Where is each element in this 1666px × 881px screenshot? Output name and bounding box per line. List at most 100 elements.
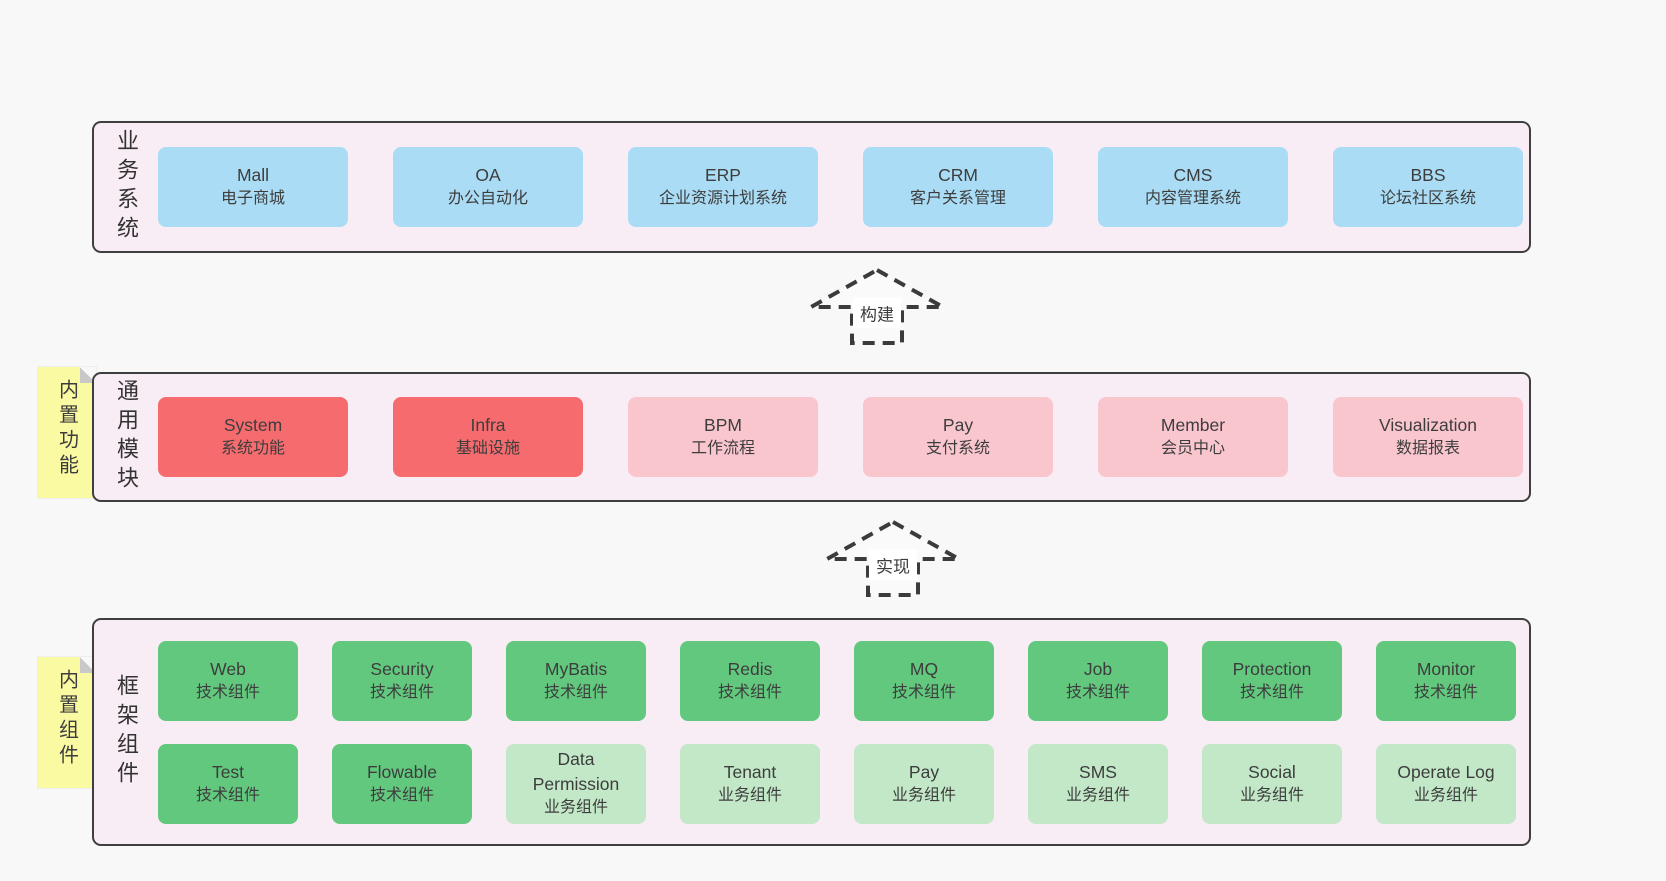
- sticky-note-label: 内置组件: [55, 669, 78, 769]
- box-name: Member: [1160, 415, 1226, 436]
- band-label-business-systems: 业务系统: [114, 129, 139, 245]
- box-name: ERP: [705, 165, 741, 186]
- box-description: 业务组件: [543, 798, 608, 816]
- box-description: 系统功能: [220, 440, 285, 458]
- box-flowable: Flowable 技术组件: [332, 743, 472, 824]
- box-description: 客户关系管理: [909, 190, 1006, 208]
- box-name: Pay: [942, 415, 974, 436]
- box-mall: Mall 电子商城: [158, 147, 348, 227]
- box-web: Web 技术组件: [158, 640, 298, 721]
- box-description: 业务组件: [891, 786, 956, 804]
- box-monitor: Monitor 技术组件: [1376, 640, 1516, 721]
- box-infra: Infra 基础设施: [393, 397, 583, 477]
- box-description: 业务组件: [1239, 786, 1304, 804]
- arrow-implement-label: 实现: [869, 549, 917, 581]
- band-label-framework-components: 框架组件: [114, 674, 139, 790]
- box-description: 数据报表: [1395, 440, 1460, 458]
- box-sms: SMS 业务组件: [1028, 743, 1168, 824]
- box-social: Social 业务组件: [1202, 743, 1342, 824]
- band-rows: Mall 电子商城 OA 办公自动化 ERP 企业资源计划系统 CRM 客户关系管理 CMS 内容…: [158, 147, 1523, 227]
- box-bpm: BPM 工作流程: [628, 397, 818, 477]
- box-name: Visualization: [1379, 415, 1477, 436]
- box-name: Redis: [727, 658, 773, 679]
- box-oa: OA 办公自动化: [393, 147, 583, 227]
- box-name: Security: [370, 658, 434, 679]
- box-name: Pay: [908, 761, 940, 782]
- box-description: 会员中心: [1160, 440, 1225, 458]
- box-description: 技术组件: [717, 683, 782, 701]
- box-name: OA: [475, 165, 501, 186]
- box-description: 技术组件: [891, 683, 956, 701]
- box-description: 企业资源计划系统: [658, 190, 787, 208]
- box-name: Social: [1248, 761, 1296, 782]
- box-name: CMS: [1173, 165, 1213, 186]
- arrow-build: 构建: [806, 266, 948, 346]
- box-description: 基础设施: [455, 440, 520, 458]
- box-tenant: Tenant 业务组件: [680, 743, 820, 824]
- box-erp: ERP 企业资源计划系统: [628, 147, 818, 227]
- sticky-note-label: 内置功能: [55, 379, 78, 479]
- band-label-common-modules: 通用模块: [114, 379, 139, 495]
- box-name: Test: [211, 761, 245, 782]
- box-name: Infra: [470, 415, 506, 436]
- box-name: Operate Log: [1397, 761, 1495, 782]
- box-description: 技术组件: [195, 786, 260, 804]
- box-name: Monitor: [1416, 658, 1476, 679]
- box-description: 业务组件: [1065, 786, 1130, 804]
- box-name: BPM: [704, 415, 742, 436]
- box-pay: Pay 支付系统: [863, 397, 1053, 477]
- box-crm: CRM 客户关系管理: [863, 147, 1053, 227]
- box-description: 技术组件: [543, 683, 608, 701]
- box-data-permission: Data Permission 业务组件: [506, 743, 646, 824]
- band-common-modules: 通用模块 System 系统功能 Infra 基础设施 BPM 工作流程 Pay 支付系统 Mem…: [92, 372, 1531, 502]
- box-name: Flowable: [366, 761, 438, 782]
- box-description: 技术组件: [195, 683, 260, 701]
- box-test: Test 技术组件: [158, 743, 298, 824]
- box-description: 业务组件: [717, 786, 782, 804]
- box-pay: Pay 业务组件: [854, 743, 994, 824]
- box-redis: Redis 技术组件: [680, 640, 820, 721]
- box-name: Web: [210, 658, 246, 679]
- box-security: Security 技术组件: [332, 640, 472, 721]
- box-name: Mall: [236, 165, 270, 186]
- box-visualization: Visualization 数据报表: [1333, 397, 1523, 477]
- box-name: Job: [1083, 658, 1113, 679]
- box-description: 技术组件: [1413, 683, 1478, 701]
- box-description: 技术组件: [369, 683, 434, 701]
- box-name: CRM: [938, 165, 978, 186]
- box-name: Tenant: [723, 761, 777, 782]
- band-rows: System 系统功能 Infra 基础设施 BPM 工作流程 Pay 支付系统 Member 会…: [158, 397, 1523, 477]
- box-member: Member 会员中心: [1098, 397, 1288, 477]
- box-name: Protection: [1232, 658, 1312, 679]
- box-name: BBS: [1410, 165, 1446, 186]
- box-description: 技术组件: [1065, 683, 1130, 701]
- sticky-note-framework-components: 内置组件: [38, 657, 96, 788]
- box-description: 办公自动化: [447, 190, 528, 208]
- box-name: Data Permission: [532, 749, 620, 795]
- box-job: Job 技术组件: [1028, 640, 1168, 721]
- box-description: 电子商城: [220, 190, 285, 208]
- band-section-common-modules: 内置功能 通用模块 System 系统功能 Infra 基础设施 BPM 工作流程 Pay 支付系…: [38, 367, 1531, 502]
- arrow-implement: 实现: [822, 518, 964, 598]
- box-description: 技术组件: [369, 786, 434, 804]
- box-description: 工作流程: [690, 440, 755, 458]
- arrow-build-label: 构建: [853, 297, 901, 329]
- box-row: System 系统功能 Infra 基础设施 BPM 工作流程 Pay 支付系统 Member 会…: [158, 397, 1523, 477]
- box-name: System: [223, 415, 283, 436]
- box-cms: CMS 内容管理系统: [1098, 147, 1288, 227]
- box-system: System 系统功能: [158, 397, 348, 477]
- box-description: 支付系统: [925, 440, 990, 458]
- box-name: SMS: [1079, 761, 1117, 782]
- box-description: 内容管理系统: [1144, 190, 1241, 208]
